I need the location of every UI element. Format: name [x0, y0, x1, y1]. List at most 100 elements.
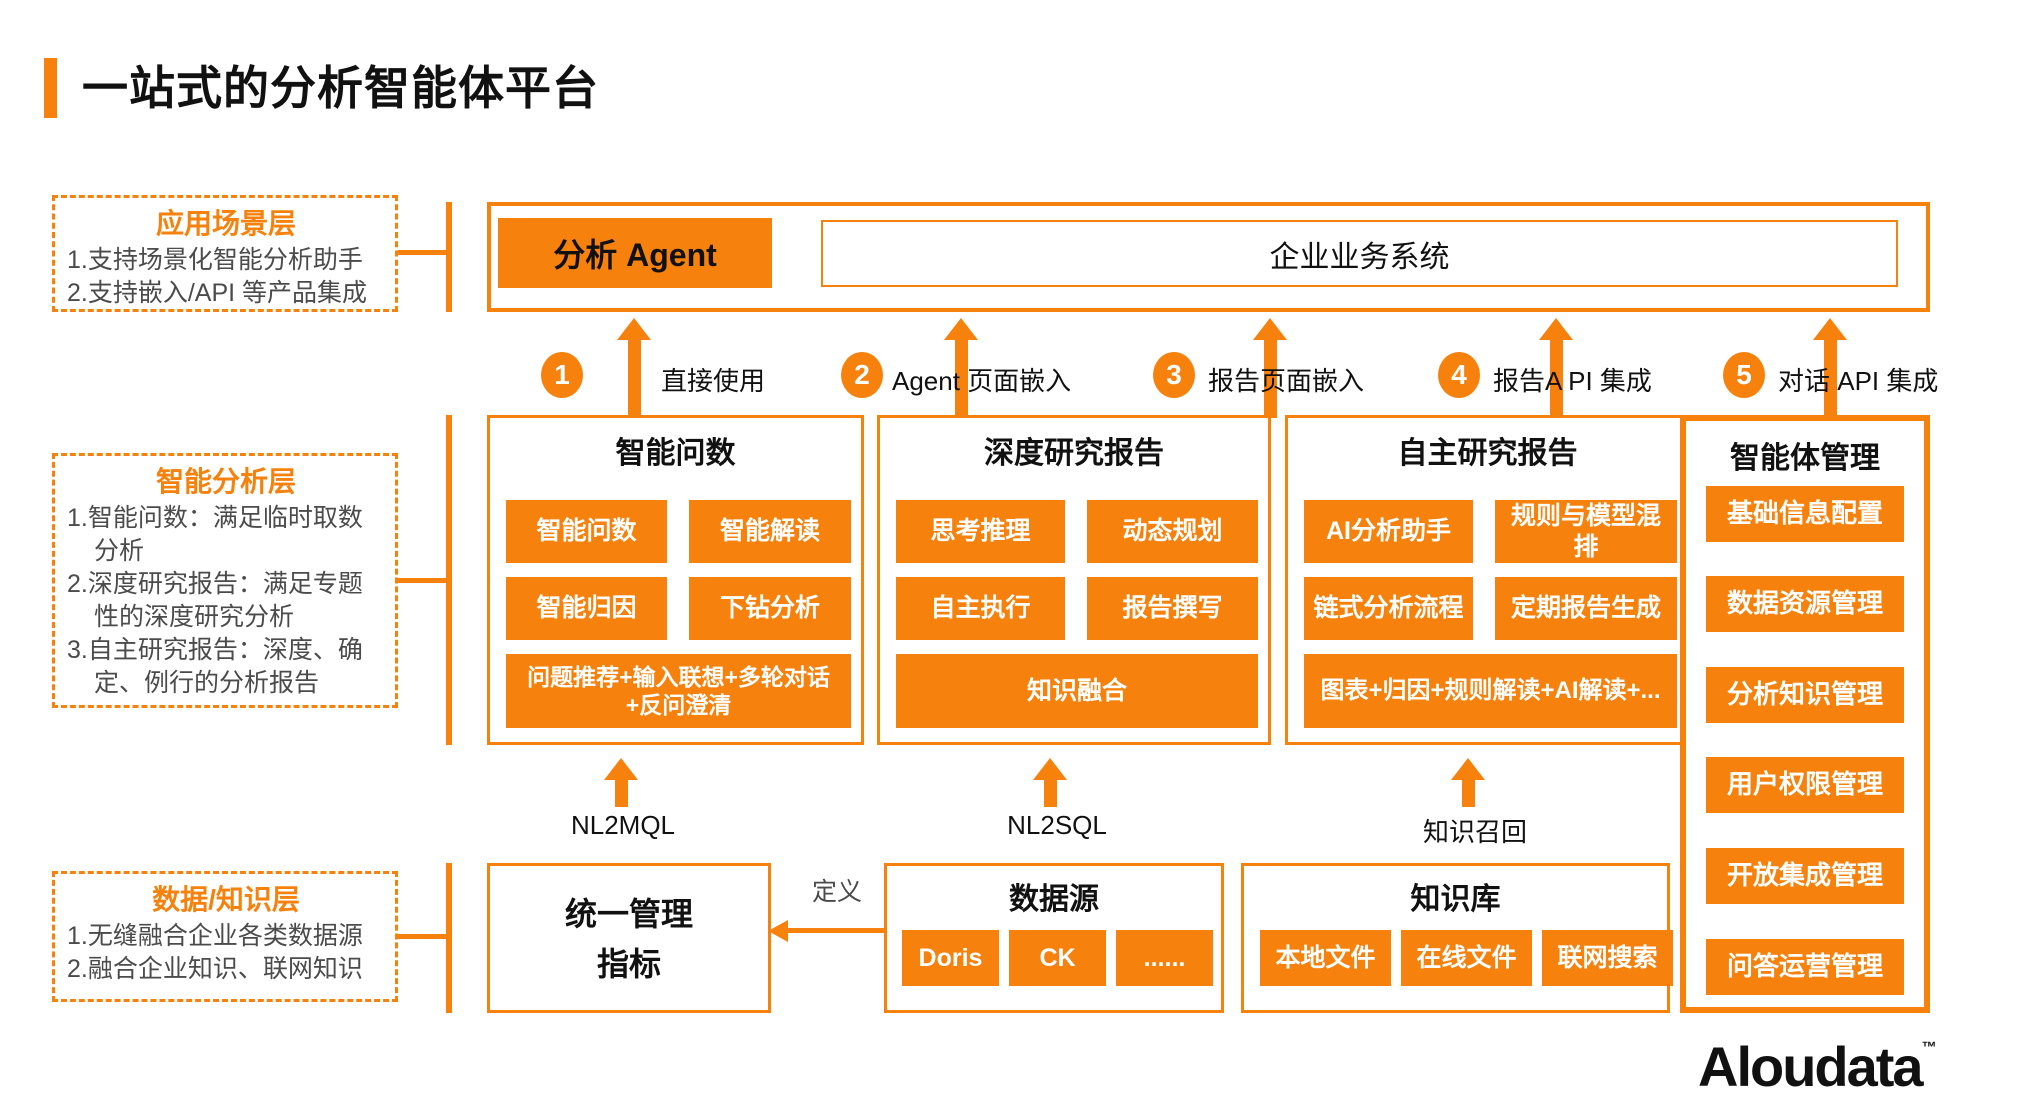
- feature-chip: AI分析助手: [1304, 500, 1473, 563]
- trademark-mark: ™: [1921, 1039, 1937, 1056]
- feature-chip-wide: 图表+归因+规则解读+AI解读+...: [1304, 654, 1677, 728]
- step-4-label: 报告A PI 集成: [1493, 366, 1652, 396]
- panel-item: 2.支持嵌入/API 等产品集成: [67, 279, 368, 307]
- step-2-label: Agent 页面嵌入: [892, 366, 1072, 396]
- step-1-badge: 1: [541, 352, 583, 398]
- management-chip: 数据资源管理: [1706, 576, 1904, 632]
- management-chip: 用户权限管理: [1706, 757, 1904, 813]
- feature-chip: 报告撰写: [1087, 577, 1258, 640]
- up-arrow-icon: [604, 758, 638, 780]
- connector-line: [398, 934, 452, 939]
- datasource-chip: ......: [1116, 930, 1213, 986]
- step-2-badge: 2: [841, 352, 883, 398]
- knowledge-chip: 在线文件: [1401, 930, 1532, 986]
- step-3-label: 报告页面嵌入: [1208, 366, 1365, 396]
- step-3-badge: 3: [1153, 352, 1195, 398]
- feature-chip: 自主执行: [896, 577, 1065, 640]
- management-chip: 开放集成管理: [1706, 848, 1904, 904]
- column-autonomous-research-report: 自主研究报告 AI分析助手 规则与模型混排 链式分析流程 定期报告生成 图表+归…: [1285, 415, 1690, 745]
- datasource-chip: CK: [1009, 930, 1106, 986]
- unified-metrics-text: 统一管理 指标: [490, 890, 768, 989]
- connector-line: [398, 578, 452, 583]
- up-arrow-shaft: [1264, 338, 1277, 418]
- column-deep-research-report: 深度研究报告 思考推理 动态规划 自主执行 报告撰写 知识融合: [877, 415, 1271, 745]
- panel-title: 数据/知识层: [152, 884, 300, 915]
- feature-chip: 智能解读: [689, 500, 851, 563]
- connector-line: [446, 415, 452, 745]
- management-chip: 分析知识管理: [1706, 667, 1904, 723]
- step-4-badge: 4: [1438, 352, 1480, 398]
- panel-title: 应用场景层: [155, 208, 296, 239]
- up-arrow-shaft: [1824, 338, 1837, 418]
- connector-line: [398, 250, 452, 255]
- feature-chip: 智能问数: [506, 500, 667, 563]
- unified-metrics-box: 统一管理 指标: [487, 863, 771, 1013]
- logo-text: Aloudata: [1698, 1035, 1924, 1098]
- up-arrow-icon: [617, 318, 651, 340]
- panel-item: 1.无缝融合企业各类数据源: [67, 922, 363, 950]
- connector-line: [446, 863, 452, 1013]
- datasource-chip: Doris: [902, 930, 999, 986]
- panel-item: 2.深度研究报告：满足专题性的深度研究分析: [67, 570, 363, 631]
- column-title: 深度研究报告: [984, 437, 1164, 470]
- up-arrow-shaft: [1550, 338, 1563, 418]
- column-agent-management: 智能体管理 基础信息配置 数据资源管理 分析知识管理 用户权限管理 开放集成管理…: [1680, 415, 1930, 1013]
- feature-chip: 规则与模型混排: [1495, 500, 1677, 563]
- column-smart-query: 智能问数 智能问数 智能解读 智能归因 下钻分析 问题推荐+输入联想+多轮对话+…: [487, 415, 864, 745]
- knowledge-recall-label: 知识召回: [1422, 817, 1528, 847]
- define-label: 定义: [812, 878, 863, 906]
- metrics-line2: 指标: [596, 945, 661, 982]
- feature-chip: 链式分析流程: [1304, 577, 1473, 640]
- analysis-agent-box: 分析 Agent: [498, 218, 772, 288]
- title-accent-bar: [44, 58, 57, 118]
- up-arrow-icon: [1813, 318, 1847, 340]
- left-arrow-icon: [768, 920, 788, 942]
- connector-line: [446, 202, 452, 312]
- feature-chip-wide: 知识融合: [896, 654, 1258, 728]
- step-5-badge: 5: [1723, 352, 1765, 398]
- management-chip: 问答运营管理: [1706, 939, 1904, 995]
- page-title: 一站式的分析智能体平台: [82, 62, 599, 114]
- panel-application-scene-layer: 应用场景层 1.支持场景化智能分析助手 2.支持嵌入/API 等产品集成: [52, 195, 398, 312]
- step-5-label: 对话 API 集成: [1778, 366, 1939, 396]
- feature-chip: 动态规划: [1087, 500, 1258, 563]
- datasource-title: 数据源: [1009, 883, 1099, 916]
- feature-chip: 下钻分析: [689, 577, 851, 640]
- panel-item: 1.支持场景化智能分析助手: [67, 246, 363, 274]
- feature-chip: 思考推理: [896, 500, 1065, 563]
- up-arrow-shaft: [628, 338, 641, 418]
- panel-data-knowledge-layer: 数据/知识层 1.无缝融合企业各类数据源 2.融合企业知识、联网知识: [52, 871, 398, 1002]
- panel-item: 2.融合企业知识、联网知识: [67, 955, 363, 983]
- knowledge-base-title: 知识库: [1410, 883, 1501, 916]
- panel-intelligent-analysis-layer: 智能分析层 1.智能问数：满足临时取数分析 2.深度研究报告：满足专题性的深度研…: [52, 453, 398, 708]
- knowledge-base-box: 知识库 本地文件 在线文件 联网搜索: [1241, 863, 1673, 1013]
- step-1-label: 直接使用: [661, 366, 766, 396]
- aloudata-logo: Aloudata™: [1698, 1034, 1937, 1099]
- feature-chip: 智能归因: [506, 577, 667, 640]
- datasource-box: 数据源 Doris CK ......: [884, 863, 1224, 1013]
- up-arrow-shaft: [955, 338, 968, 418]
- enterprise-business-system-box: 企业业务系统: [821, 220, 1898, 287]
- column-title: 智能体管理: [1730, 442, 1880, 475]
- panel-item: 1.智能问数：满足临时取数分析: [67, 504, 363, 565]
- up-arrow-icon: [1539, 318, 1573, 340]
- up-arrow-shaft: [1462, 778, 1475, 807]
- feature-chip: 定期报告生成: [1495, 577, 1677, 640]
- knowledge-chip: 本地文件: [1260, 930, 1391, 986]
- column-title: 自主研究报告: [1397, 437, 1578, 470]
- up-arrow-icon: [1253, 318, 1287, 340]
- panel-title: 智能分析层: [155, 466, 296, 497]
- up-arrow-icon: [1033, 758, 1067, 780]
- management-chip: 基础信息配置: [1706, 486, 1904, 542]
- panel-item: 3.自主研究报告：深度、确定、例行的分析报告: [67, 636, 363, 697]
- left-arrow-shaft: [786, 928, 884, 933]
- metrics-line1: 统一管理: [564, 896, 693, 932]
- knowledge-chip: 联网搜索: [1542, 930, 1673, 986]
- column-title: 智能问数: [615, 437, 736, 470]
- up-arrow-shaft: [615, 778, 628, 807]
- up-arrow-icon: [944, 318, 978, 340]
- up-arrow-icon: [1451, 758, 1485, 780]
- feature-chip-wide: 问题推荐+输入联想+多轮对话+反问澄清: [506, 654, 851, 728]
- nl2sql-label: NL2SQL: [1007, 810, 1107, 840]
